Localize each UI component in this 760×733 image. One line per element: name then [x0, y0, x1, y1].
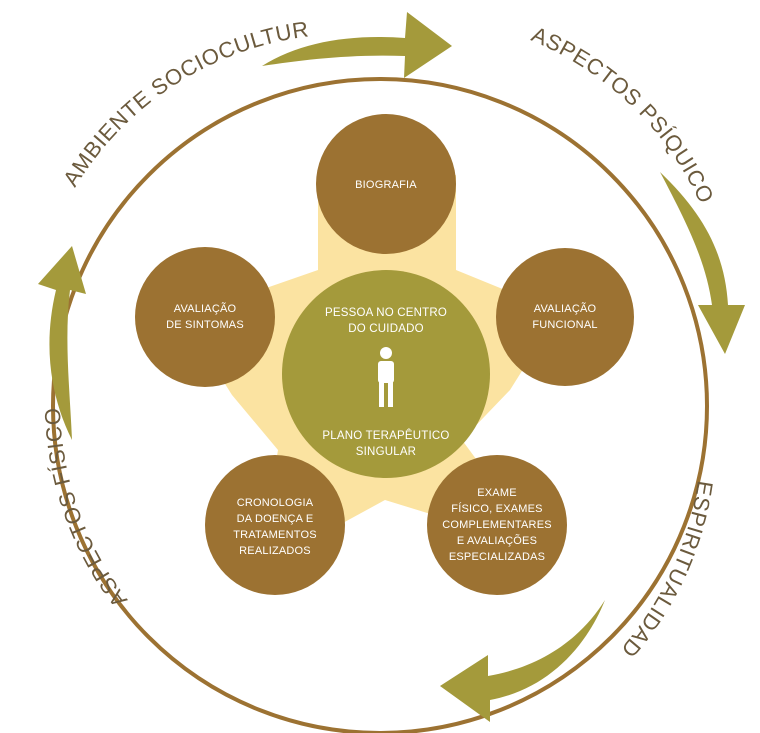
node-exame-line-3: COMPLEMENTARES	[442, 519, 552, 531]
node-exame-line-1: EXAME	[477, 487, 517, 499]
node-avaliacao-sintomas-line-2: DE SINTOMAS	[166, 319, 244, 331]
center-bottom-line-2: SINGULAR	[356, 446, 416, 458]
center-top-line-2: DO CUIDADO	[348, 323, 423, 335]
node-cronologia-line-3: TRATAMENTOS	[233, 529, 316, 541]
node-avaliacao-funcional-line-1: AVALIAÇÃO	[534, 302, 597, 315]
node-cronologia-line-4: REALIZADOS	[239, 545, 311, 557]
arrow-bottom-icon	[440, 600, 605, 722]
center-top-line-1: PESSOA NO CENTRO	[325, 307, 447, 319]
label-ambiente-sociocultural: AMBIENTE SOCIOCULTURAL	[0, 0, 310, 191]
center-bottom-line-1: PLANO TERAPÊUTICO	[322, 429, 449, 442]
node-exame-fisico: EXAME FÍSICO, EXAMES COMPLEMENTARES E AV…	[427, 455, 567, 595]
node-exame-line-2: FÍSICO, EXAMES	[451, 502, 542, 515]
node-avaliacao-sintomas-line-1: AVALIAÇÃO	[174, 302, 237, 315]
node-cronologia-line-1: CRONOLOGIA	[237, 497, 314, 509]
node-cronologia-line-2: DA DOENÇA E	[237, 513, 314, 525]
node-avaliacao-funcional: AVALIAÇÃO FUNCIONAL	[496, 248, 634, 386]
node-avaliacao-funcional-line-2: FUNCIONAL	[532, 319, 597, 331]
node-biografia: BIOGRAFIA	[316, 114, 456, 254]
arrow-right-icon	[660, 172, 745, 354]
node-biografia-line-1: BIOGRAFIA	[355, 179, 417, 191]
cycle-arrows	[38, 12, 745, 722]
node-exame-line-4: E AVALIAÇÕES	[457, 534, 537, 547]
node-exame-line-5: ESPECIALIZADAS	[449, 551, 545, 563]
outer-ring	[51, 77, 709, 733]
arrow-top-icon	[262, 12, 452, 78]
node-cronologia: CRONOLOGIA DA DOENÇA E TRATAMENTOS REALI…	[205, 455, 345, 595]
person-icon	[378, 347, 394, 407]
arrow-left-icon	[38, 246, 86, 440]
node-avaliacao-sintomas: AVALIAÇÃO DE SINTOMAS	[135, 247, 275, 387]
